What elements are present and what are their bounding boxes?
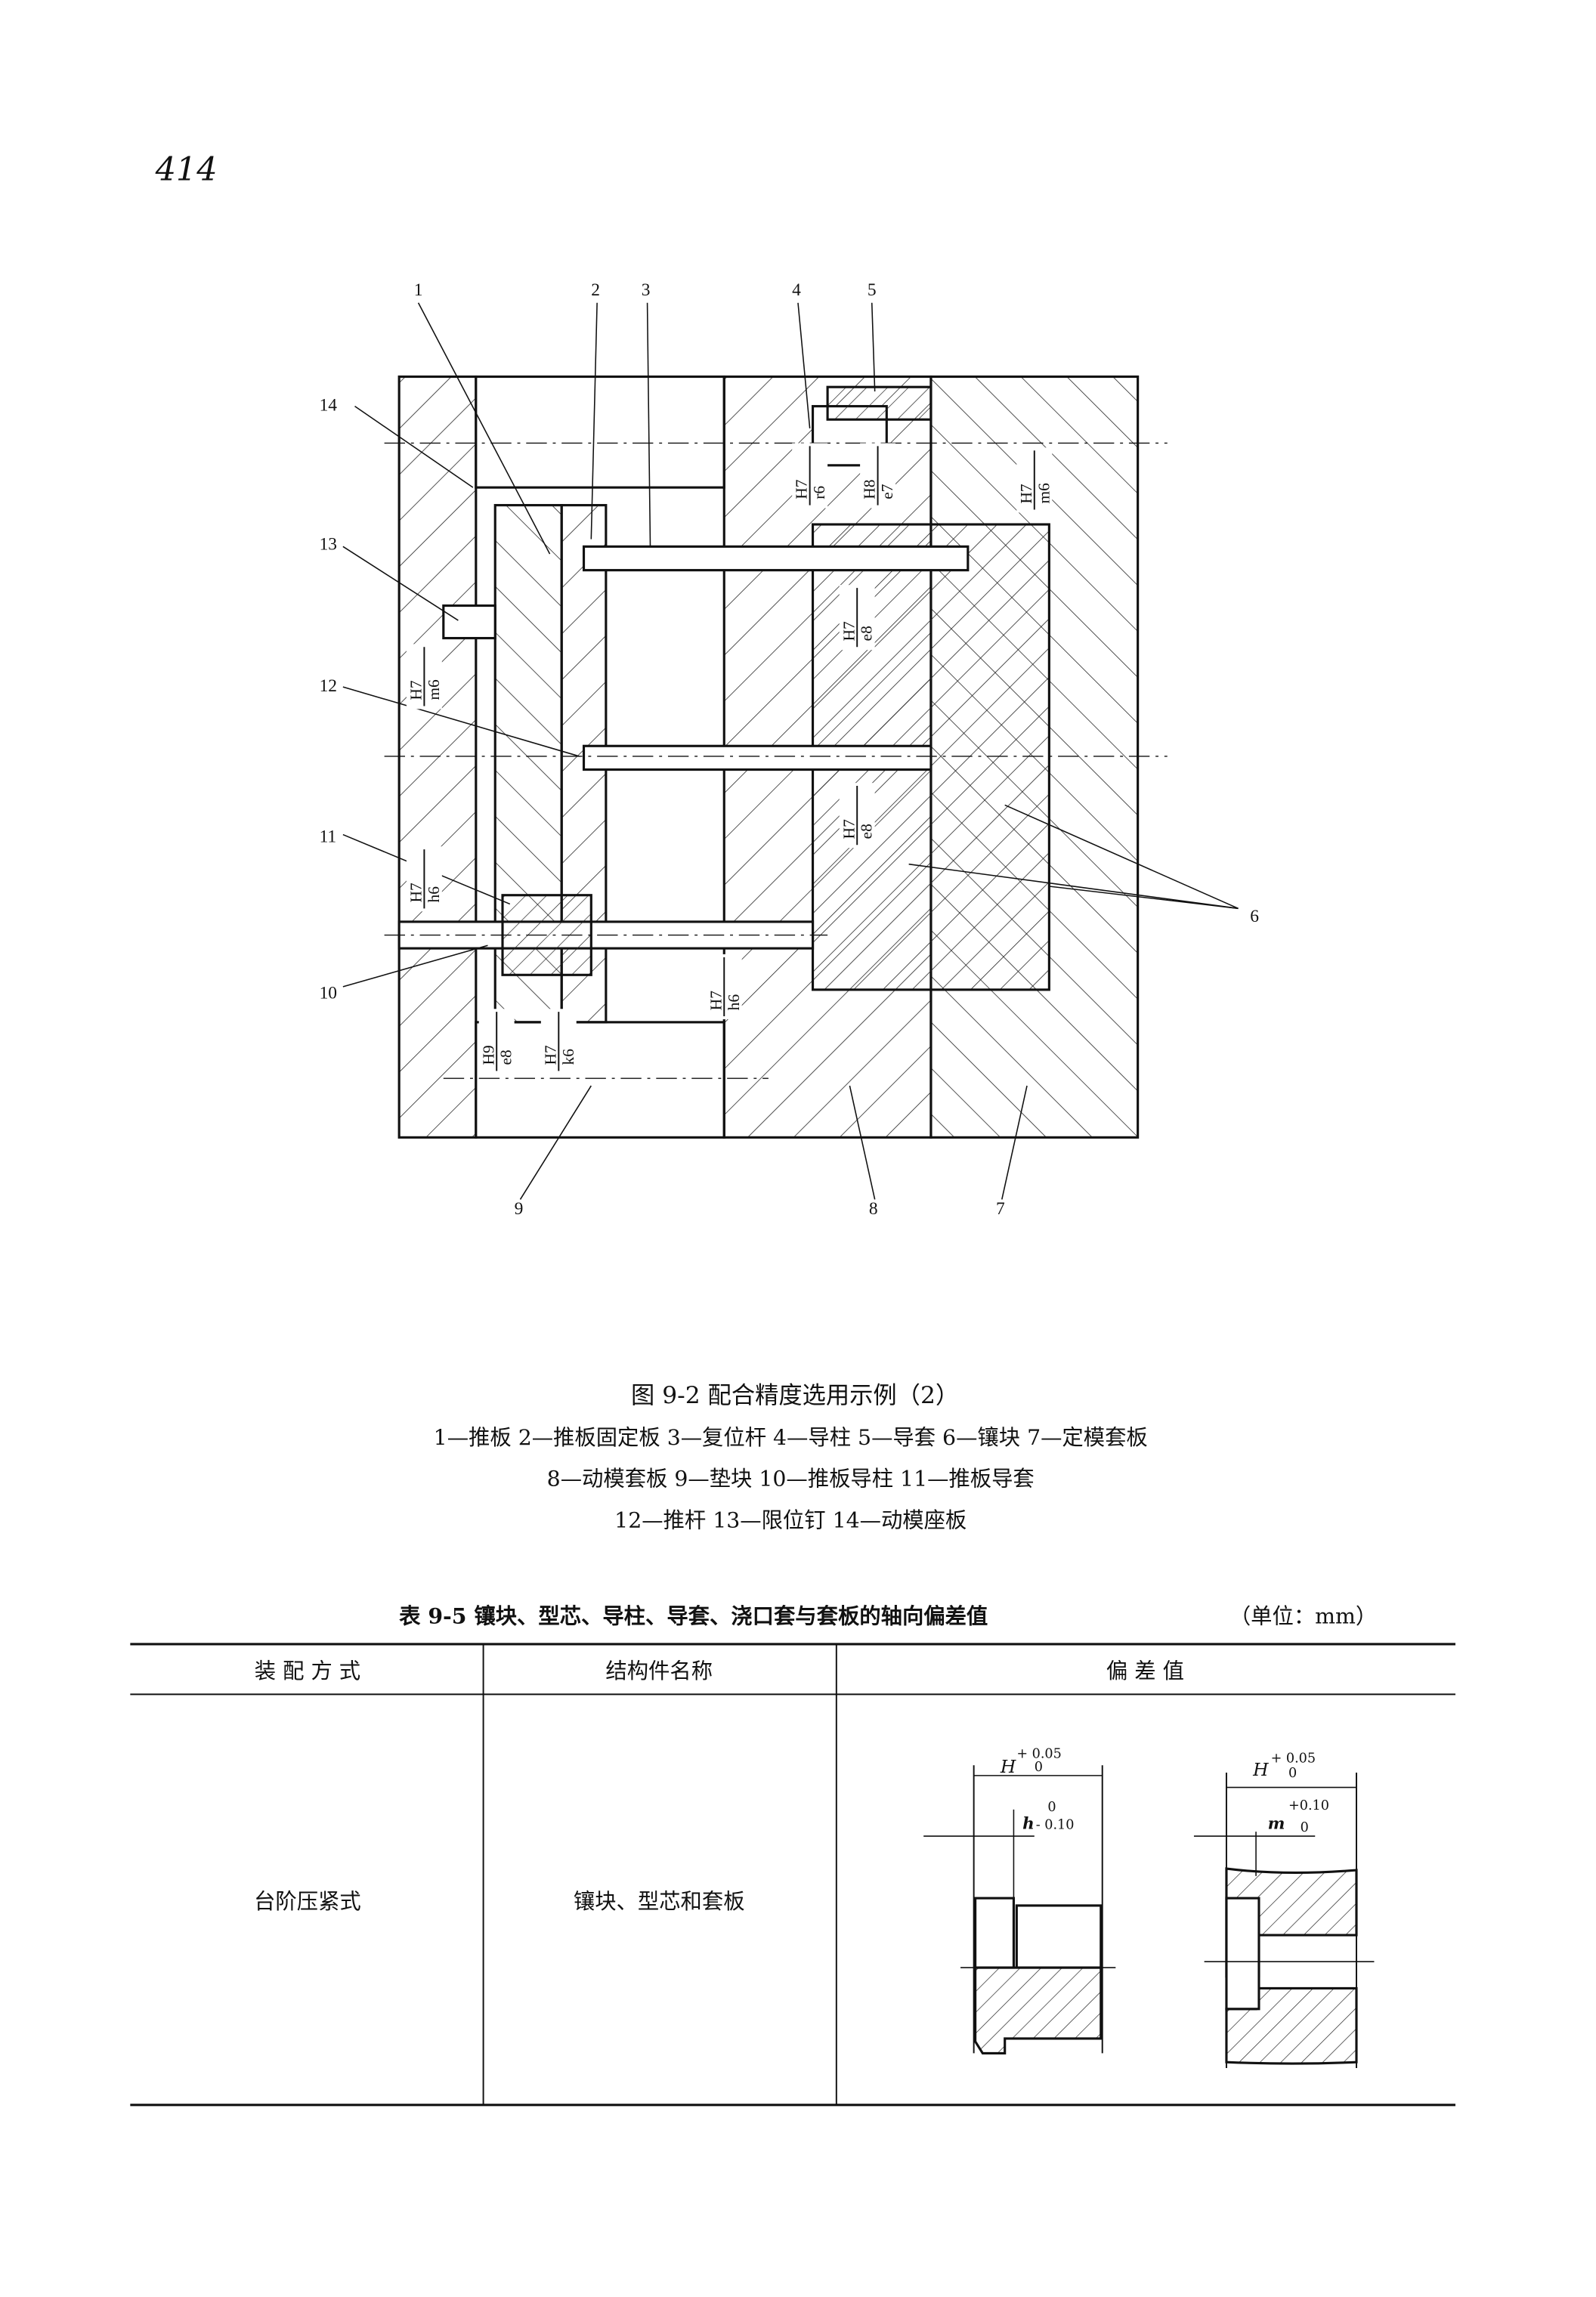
fit-shaft: e8 — [858, 824, 876, 839]
fit-hole: H8 — [861, 480, 879, 499]
part-label: 12 — [320, 676, 337, 696]
fit-shaft: h6 — [725, 994, 743, 1010]
figure-legend-line: 1—推板 2—推板固定板 3—复位杆 4—导柱 5—导套 6—镶块 7—定模套板 — [434, 1425, 1148, 1450]
plate-9-spacer-block-top — [475, 375, 725, 489]
part-label: 3 — [642, 280, 651, 300]
part-label: 1 — [414, 280, 423, 300]
fit-hole: H7 — [1017, 484, 1035, 504]
dim-H-left: H — [1000, 1756, 1016, 1777]
fit-shaft: e8 — [497, 1050, 515, 1065]
plate-9-spacer-block-bottom — [475, 1021, 725, 1139]
table-cell-component: 镶块、型芯和套板 — [574, 1889, 745, 1914]
fit-hole: H7 — [407, 680, 425, 700]
dim-H-right-upper: + 0.05 — [1271, 1751, 1316, 1766]
fit-shaft: k6 — [559, 1049, 577, 1065]
page-number: 414 — [155, 151, 218, 189]
fit-hole: H7 — [840, 621, 858, 641]
table-header-method: 装 配 方 式 — [255, 1659, 360, 1683]
dim-h-lower: - 0.10 — [1036, 1817, 1075, 1832]
part-label: 2 — [591, 280, 600, 300]
part-3-return-pin — [582, 545, 970, 572]
dim-h: h — [1022, 1814, 1035, 1833]
fit-hole: H7 — [840, 819, 858, 839]
plate-14-moving-clamp-plate — [397, 375, 478, 1139]
fit-hole: H7 — [541, 1045, 559, 1065]
part-label: 11 — [320, 827, 337, 846]
fit-hole: H7 — [407, 883, 425, 903]
part-label: 4 — [792, 280, 801, 300]
part-label: 7 — [996, 1199, 1005, 1219]
part-label: 9 — [515, 1199, 524, 1219]
table-title: 表 9-5 镶块、型芯、导柱、导套、浇口套与套板的轴向偏差值 — [399, 1603, 988, 1629]
part-label: 5 — [868, 280, 877, 300]
deviation-diagram-step-insert — [923, 1765, 1116, 2054]
part-label: 14 — [320, 395, 338, 415]
part-13-stop-pin — [442, 604, 496, 640]
fit-hole: H7 — [707, 991, 725, 1011]
fit-shaft: e8 — [858, 626, 876, 641]
table-unit: （单位：mm） — [1229, 1604, 1377, 1629]
part-12-ejector-pin — [582, 744, 933, 771]
dim-m-lower: 0 — [1301, 1820, 1309, 1835]
part-label: 13 — [320, 534, 337, 554]
dim-H-left-upper: + 0.05 — [1016, 1746, 1061, 1761]
part-label: 10 — [320, 984, 337, 1003]
table-header-deviation: 偏 差 值 — [1106, 1659, 1184, 1683]
fit-shaft: r6 — [810, 486, 828, 499]
fit-hole: H9 — [479, 1045, 497, 1065]
dim-m-upper: +0.10 — [1288, 1798, 1329, 1813]
figure-legend-line: 12—推杆 13—限位钉 14—动模座板 — [614, 1507, 967, 1532]
dim-H-right: H — [1252, 1759, 1269, 1780]
figure-legend-line: 8—动模套板 9—垫块 10—推板导柱 11—推板导套 — [547, 1467, 1035, 1492]
figure-caption: 图 9-2 配合精度选用示例（2） — [631, 1382, 959, 1409]
fit-hole: H7 — [793, 479, 811, 499]
dim-H-right-lower: 0 — [1288, 1766, 1297, 1781]
part-label: 8 — [869, 1199, 878, 1219]
deviation-diagram-step-plate — [1193, 1772, 1375, 2068]
part-label: 6 — [1250, 907, 1259, 926]
dim-h-upper: 0 — [1047, 1800, 1056, 1815]
dim-m: m — [1268, 1814, 1285, 1833]
fit-shaft: h6 — [425, 886, 443, 903]
part-5-guide-bush — [826, 385, 933, 421]
fit-shaft: e7 — [878, 484, 896, 499]
table-grid — [130, 1643, 1455, 2107]
fit-shaft: m6 — [1035, 483, 1053, 504]
part-number-labels: 1 2 3 4 5 6 7 8 9 10 11 12 13 14 — [320, 280, 1260, 1219]
table-header-component: 结构件名称 — [605, 1659, 713, 1683]
table-cell-method: 台阶压紧式 — [254, 1889, 361, 1914]
fit-shaft: m6 — [425, 679, 443, 700]
mould-assembly-drawing — [342, 302, 1239, 1200]
dim-H-left-lower: 0 — [1035, 1760, 1043, 1775]
